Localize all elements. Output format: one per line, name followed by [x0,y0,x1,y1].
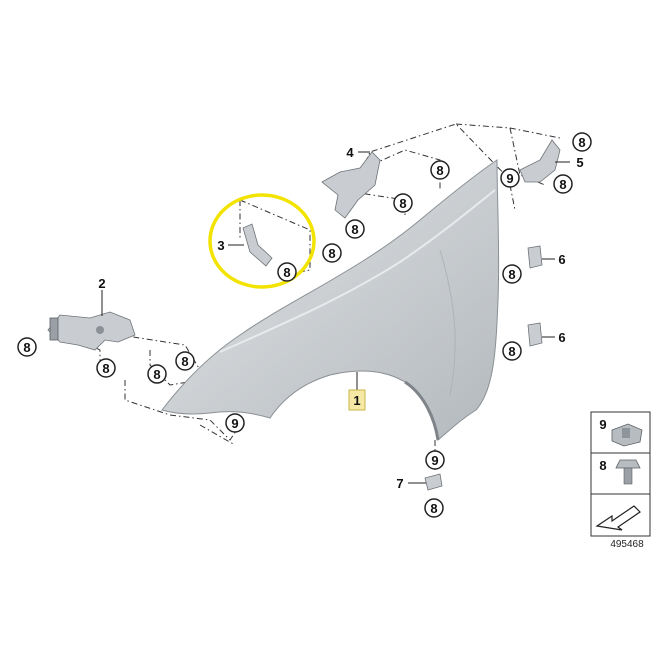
reference-number: 495468 [610,539,644,550]
part-label-3[interactable]: 3 [217,238,224,253]
fastener-callout-8[interactable]: 8 [96,358,116,378]
svg-text:8: 8 [153,367,160,382]
bolt-icon [615,459,641,469]
fastener-callout-9[interactable]: 9 [425,450,445,470]
svg-text:9: 9 [506,171,513,186]
fastener-callout-8[interactable]: 8 [572,132,592,152]
fastener-callout-8[interactable]: 8 [147,364,167,384]
main-part-callout[interactable]: 1 [348,389,366,411]
fastener-callout-9[interactable]: 9 [225,413,245,433]
bracket-part-6-upper[interactable] [527,245,543,269]
bracket-part-2[interactable] [47,311,136,351]
svg-text:8: 8 [328,246,335,261]
svg-text:8: 8 [399,196,406,211]
part-label-2[interactable]: 2 [98,276,105,291]
part-label-7[interactable]: 7 [396,476,403,491]
part-label-6-upper[interactable]: 6 [558,252,565,267]
legend-item-8: 8 [599,458,641,485]
fastener-callout-8[interactable]: 8 [175,351,195,371]
svg-text:8: 8 [351,222,358,237]
bracket-part-7[interactable] [424,473,443,491]
bracket-part-6-lower[interactable] [527,322,543,347]
fastener-callout-9[interactable]: 9 [500,168,520,188]
svg-text:8: 8 [181,354,188,369]
main-part-label: 1 [353,393,360,408]
bracket-part-3[interactable] [242,223,273,267]
svg-text:8: 8 [102,361,109,376]
fastener-callout-8[interactable]: 8 [345,219,365,239]
fastener-callout-8[interactable]: 8 [424,498,444,518]
fender-panel[interactable] [161,159,500,441]
svg-text:8: 8 [23,340,30,355]
legend-item-9: 9 [599,417,643,447]
svg-text:8: 8 [508,344,515,359]
fastener-callout-8[interactable]: 8 [393,193,413,213]
part-label-4[interactable]: 4 [346,145,354,160]
leader-lines [101,151,570,484]
fastener-callout-8[interactable]: 8 [322,243,342,263]
svg-text:8: 8 [508,267,515,282]
svg-text:8: 8 [559,177,566,192]
fastener-callout-8[interactable]: 8 [553,174,573,194]
bracket-part-4[interactable] [321,151,381,219]
svg-text:8: 8 [430,501,437,516]
svg-text:8: 8 [599,458,606,473]
svg-text:8: 8 [283,265,290,280]
fastener-callout-8[interactable]: 8 [277,262,297,282]
svg-text:9: 9 [599,417,606,432]
svg-text:9: 9 [431,453,438,468]
svg-text:8: 8 [578,135,585,150]
part-label-6-lower[interactable]: 6 [558,330,565,345]
fastener-callout-8[interactable]: 8 [502,341,522,361]
direction-arrow-icon [595,505,641,531]
fastener-callout-8[interactable]: 8 [430,160,450,180]
highlight-circle [208,193,316,289]
fastener-legend: 9 8 [590,411,651,537]
svg-text:8: 8 [436,163,443,178]
bracket-part-5[interactable] [519,139,561,183]
part-label-5[interactable]: 5 [576,155,583,170]
svg-text:9: 9 [231,416,238,431]
fastener-callout-8[interactable]: 8 [17,337,37,357]
fastener-callout-8[interactable]: 8 [502,264,522,284]
